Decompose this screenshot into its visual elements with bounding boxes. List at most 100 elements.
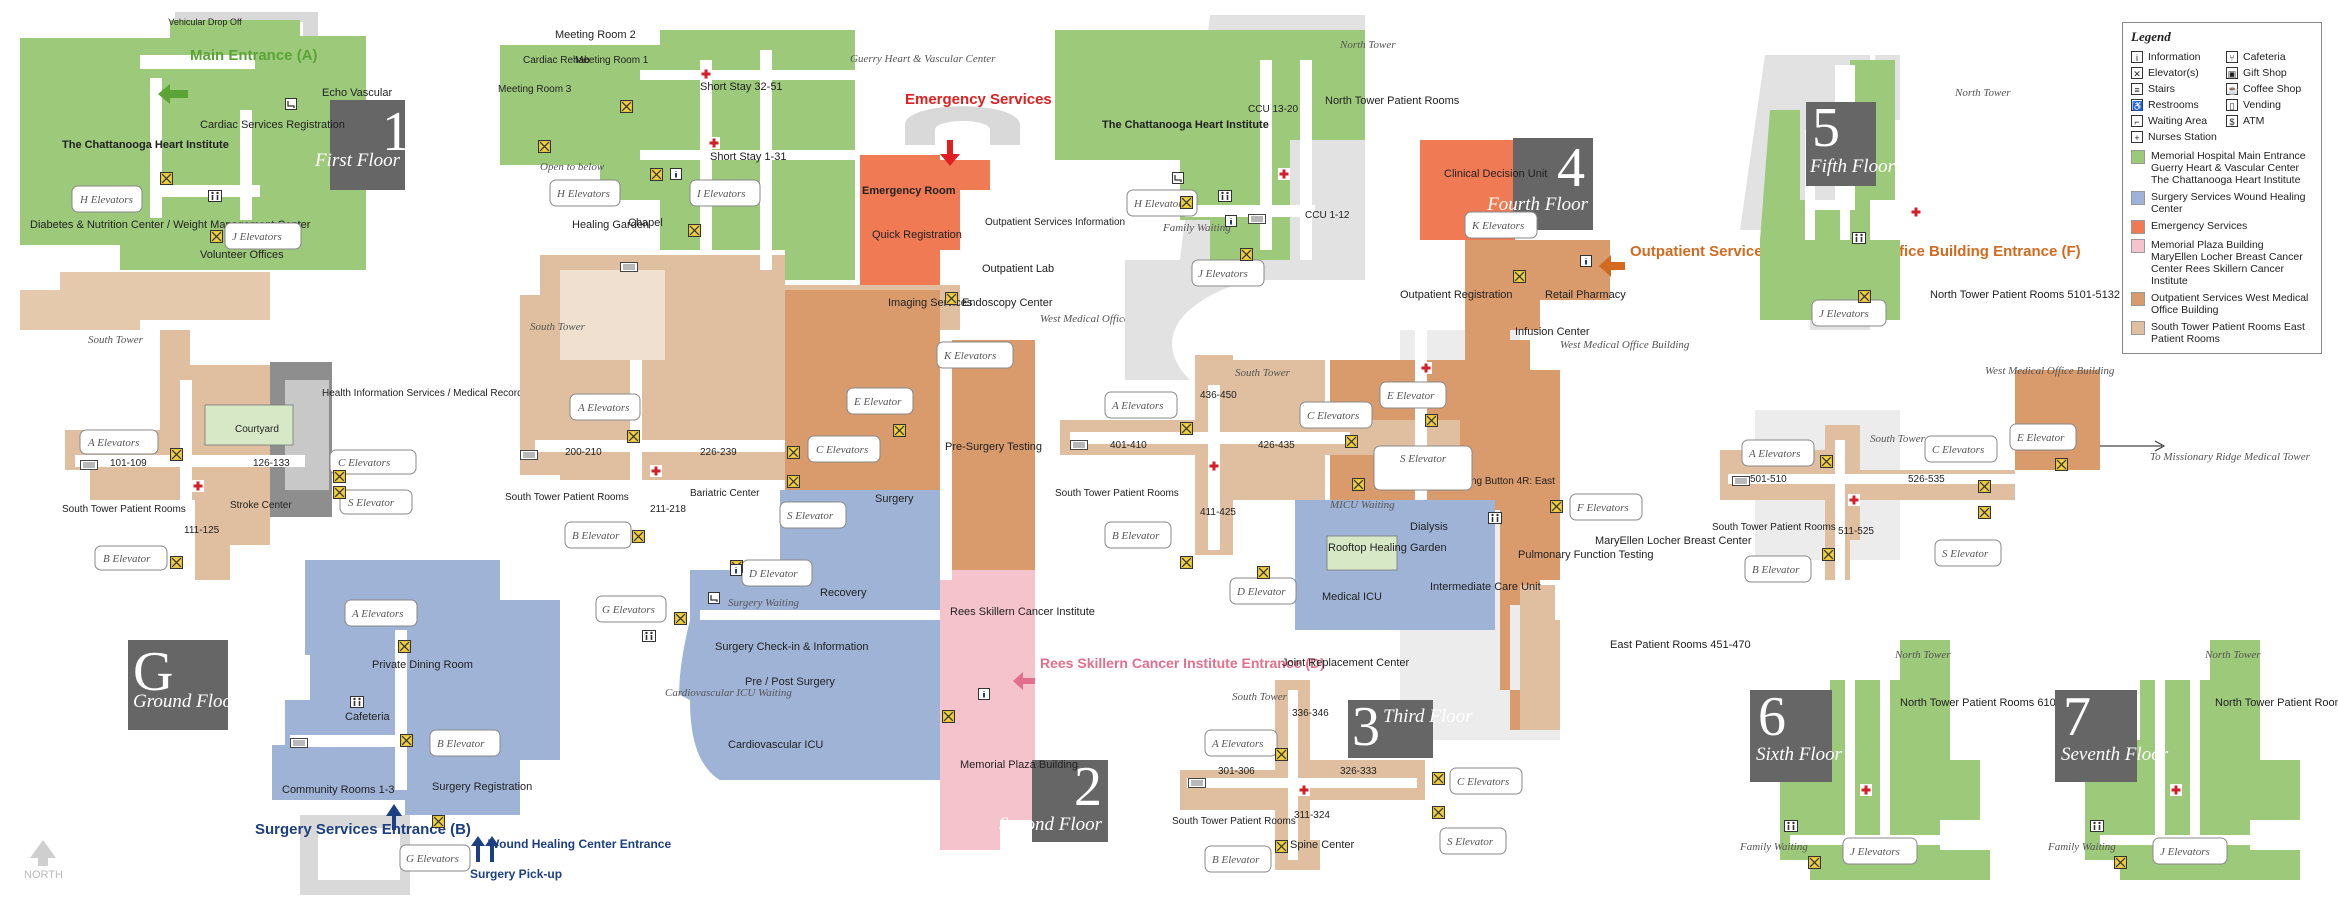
svg-text:F Elevators: F Elevators bbox=[1576, 502, 1629, 514]
second-k-elevators-tag[interactable]: K Elevators bbox=[936, 341, 1014, 369]
fourth-floor-map: 4 Fourth Floor North Tower CCU 13-20 Nor… bbox=[1055, 15, 2081, 740]
legend-item-label: Coffee Shop bbox=[2243, 83, 2302, 95]
third-b-elevator-tag[interactable]: B Elevator bbox=[1204, 845, 1272, 873]
legend-zone-swatch bbox=[2131, 239, 2145, 253]
cafeteria-label: Cafeteria bbox=[345, 711, 391, 723]
south-tower-rooms-5: South Tower Patient Rooms bbox=[1712, 522, 1836, 533]
svg-text:J Elevators: J Elevators bbox=[1819, 308, 1869, 320]
wound-healing-entrance-label[interactable]: Wound Healing Center Entrance bbox=[488, 837, 671, 851]
svg-text:K Elevators: K Elevators bbox=[1471, 220, 1524, 232]
cardiac-services-registration-label: Cardiac Services Registration bbox=[200, 119, 345, 131]
second-s-elevator-tag[interactable]: S Elevator bbox=[779, 501, 847, 529]
legend-item-label: Vending bbox=[2243, 99, 2281, 111]
legend-item-label: Waiting Area bbox=[2148, 115, 2208, 127]
fifth-b-elevator-tag[interactable]: B Elevator bbox=[1744, 555, 1812, 583]
fourth-j-elevators-tag[interactable]: J Elevators bbox=[1191, 259, 1265, 287]
main-entrance-label[interactable]: Main Entrance (A) bbox=[190, 47, 318, 64]
fourth-c-elevators-tag[interactable]: C Elevators bbox=[1299, 401, 1373, 429]
fifth-e-elevator-tag[interactable]: E Elevator bbox=[2009, 423, 2077, 451]
first-b-elevator-tag[interactable]: B Elevator bbox=[94, 545, 168, 571]
surgery-label: Surgery bbox=[875, 493, 914, 505]
first-c-elevators-tag[interactable]: C Elevators bbox=[329, 449, 417, 475]
second-i-elevators-tag[interactable]: I Elevators bbox=[689, 179, 761, 207]
rooms-411-425: 411-425 bbox=[1200, 507, 1236, 518]
second-d-elevator-tag[interactable]: D Elevator bbox=[741, 559, 813, 587]
svg-text:A Elevators: A Elevators bbox=[1211, 738, 1263, 750]
rooms-311-324: 311-324 bbox=[1294, 810, 1330, 821]
first-j-elevators-tag[interactable]: J Elevators bbox=[224, 222, 302, 250]
fourth-f-elevators-tag[interactable]: F Elevators bbox=[1569, 493, 1643, 521]
second-c-elevators-tag[interactable]: C Elevators bbox=[807, 435, 881, 463]
svg-text:B Elevator: B Elevator bbox=[103, 553, 151, 565]
svg-text:H Elevators: H Elevators bbox=[1133, 198, 1187, 210]
south-tower-label-5: South Tower bbox=[1870, 433, 1926, 445]
third-c-elevators-tag[interactable]: C Elevators bbox=[1449, 767, 1523, 795]
north-tower-label-4: North Tower bbox=[1339, 39, 1396, 51]
rees-entrance-label[interactable]: Rees Skillern Cancer Institute Entrance … bbox=[1040, 655, 1325, 671]
legend-item-coffee-shop: ☕Coffee Shop bbox=[2226, 81, 2321, 97]
fifth-a-elevators-tag[interactable]: A Elevators bbox=[1741, 439, 1815, 467]
south-tower-rooms-3: South Tower Patient Rooms bbox=[1172, 816, 1296, 827]
rooms-101-109: 101-109 bbox=[110, 458, 147, 469]
second-b-elevator-tag[interactable]: B Elevator bbox=[564, 521, 632, 549]
south-tower-label-2: South Tower bbox=[530, 321, 586, 333]
second-h-elevators-tag[interactable]: H Elevators bbox=[549, 179, 621, 207]
second-a-elevators-tag[interactable]: A Elevators bbox=[569, 393, 641, 421]
fourth-e-elevator-tag[interactable]: E Elevator bbox=[1379, 381, 1447, 409]
fourth-a-elevators-tag[interactable]: A Elevators bbox=[1104, 391, 1178, 419]
ground-b-elevator-tag[interactable]: B Elevator bbox=[429, 729, 501, 757]
first-a-elevators-tag[interactable]: A Elevators bbox=[79, 429, 159, 455]
recovery-label: Recovery bbox=[820, 587, 867, 599]
legend-item-elevator: ✕Elevator(s) bbox=[2131, 65, 2226, 81]
fourth-d-elevator-tag[interactable]: D Elevator bbox=[1229, 577, 1297, 605]
surgery-checkin-label: Surgery Check-in & Information bbox=[715, 641, 868, 653]
svg-text:J Elevators: J Elevators bbox=[2160, 846, 2210, 858]
svg-text:C Elevators: C Elevators bbox=[338, 457, 390, 469]
legend-zone-swatch bbox=[2131, 150, 2145, 164]
fourth-s-elevator-tag[interactable]: S Elevator bbox=[1373, 445, 1473, 491]
outpatient-info-label: Outpatient Services Information bbox=[985, 217, 1125, 228]
family-waiting-label-7: Family Waiting bbox=[2047, 841, 2116, 853]
ground-a-elevators-tag[interactable]: A Elevators bbox=[344, 599, 418, 627]
rees-entrance-arrow-icon bbox=[1013, 672, 1035, 690]
svg-text:A Elevators: A Elevators bbox=[1111, 400, 1163, 412]
short-stay-32-label: Short Stay 32-51 bbox=[700, 81, 783, 93]
surgery-pickup-label[interactable]: Surgery Pick-up bbox=[470, 867, 562, 881]
second-g-elevators-tag[interactable]: G Elevators bbox=[595, 595, 667, 623]
fifth-c-elevators-tag[interactable]: C Elevators bbox=[1924, 435, 1998, 463]
third-s-elevator-tag[interactable]: S Elevator bbox=[1439, 827, 1507, 855]
svg-text:C Elevators: C Elevators bbox=[1457, 776, 1509, 788]
first-h-elevators-tag[interactable]: H Elevators bbox=[71, 185, 143, 213]
memorial-plaza-label: Memorial Plaza Building bbox=[960, 759, 1078, 771]
legend-zone: Memorial Plaza Building MaryEllen Locher… bbox=[2131, 239, 2313, 287]
healing-garden-label: Healing Garden bbox=[572, 219, 649, 231]
west-medical-label-5: West Medical Office Building bbox=[1985, 365, 2115, 377]
fourth-h-elevators-tag[interactable]: H Elevators bbox=[1126, 189, 1198, 217]
rooms-526-535: 526-535 bbox=[1908, 474, 1945, 485]
legend-title: Legend bbox=[2131, 29, 2171, 44]
fourth-b-elevator-tag[interactable]: B Elevator bbox=[1104, 521, 1172, 549]
ground-g-elevators-tag[interactable]: G Elevators bbox=[399, 844, 471, 872]
cv-icu-waiting-label: Cardiovascular ICU Waiting bbox=[665, 687, 792, 699]
fifth-j-elevators-tag[interactable]: J Elevators bbox=[1811, 299, 1887, 327]
seventh-j-elevators-tag[interactable]: J Elevators bbox=[2152, 837, 2228, 865]
fifth-s-elevator-tag[interactable]: S Elevator bbox=[1934, 539, 2002, 567]
infusion-center-label: Infusion Center bbox=[1515, 326, 1590, 338]
third-a-elevators-tag[interactable]: A Elevators bbox=[1204, 729, 1278, 757]
second-e-elevator-tag[interactable]: E Elevator bbox=[846, 387, 914, 415]
fourth-k-elevators-tag[interactable]: K Elevators bbox=[1464, 211, 1538, 239]
svg-text:S Elevator: S Elevator bbox=[787, 510, 834, 522]
surgery-entrance-label[interactable]: Surgery Services Entrance (B) bbox=[255, 821, 471, 838]
spine-center-label: Spine Center bbox=[1290, 839, 1355, 851]
sixth-j-elevators-tag[interactable]: J Elevators bbox=[1842, 837, 1918, 865]
volunteer-offices-label: Volunteer Offices bbox=[200, 249, 284, 261]
first-s-elevator-tag[interactable]: S Elevator bbox=[339, 489, 413, 515]
sixth-floor-map: 6 Sixth Floor North Tower North Tower Pa… bbox=[1739, 640, 2090, 880]
meeting-room-3-label: Meeting Room 3 bbox=[498, 84, 572, 95]
pre-post-surgery-label: Pre / Post Surgery bbox=[745, 676, 835, 688]
svg-text:J Elevators: J Elevators bbox=[232, 231, 282, 243]
vending-icon: ▯ bbox=[2226, 99, 2238, 111]
stroke-center-label: Stroke Center bbox=[230, 500, 292, 511]
